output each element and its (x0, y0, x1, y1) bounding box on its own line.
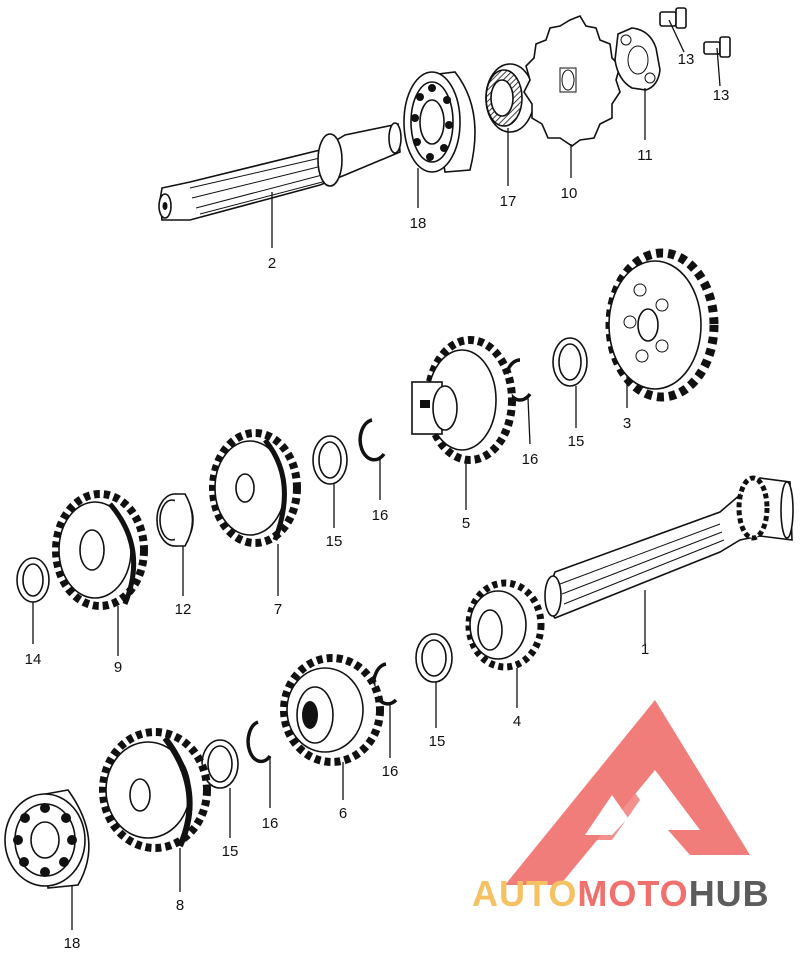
watermark-text: AUTOMOTOHUB (472, 873, 770, 914)
gear-3-part (605, 248, 719, 402)
callout-18-bottom: 18 (64, 935, 81, 952)
callout-12: 12 (175, 601, 192, 618)
callout-16-d: 16 (262, 815, 279, 832)
washer-15-a-part (552, 337, 588, 387)
callout-16-b: 16 (372, 507, 389, 524)
leader-lines (32, 19, 721, 930)
brand-moto: MOTO (577, 873, 688, 914)
callout-13-b: 13 (713, 87, 730, 104)
gear-8-part (99, 728, 211, 852)
callout-6: 6 (339, 805, 347, 822)
brand-auto: AUTO (472, 873, 577, 914)
callout-15-a: 15 (568, 433, 585, 450)
gear-4-part (465, 579, 545, 671)
bearing-top-part (403, 71, 476, 173)
gear-6-part (280, 654, 384, 766)
callout-13-a: 13 (678, 51, 695, 68)
callout-3: 3 (623, 415, 631, 432)
callout-4: 4 (513, 713, 521, 730)
callout-9: 9 (114, 659, 122, 676)
callout-15-b: 15 (326, 533, 343, 550)
callout-18-top: 18 (410, 215, 427, 232)
callout-15-c: 15 (429, 733, 446, 750)
sprocket-plate-part (614, 27, 661, 91)
callout-10: 10 (561, 185, 578, 202)
bearing-bottom-part (4, 789, 90, 889)
gear-5-part (411, 336, 516, 464)
circlip-16-b-part (358, 418, 386, 462)
callout-8: 8 (176, 897, 184, 914)
callout-11: 11 (637, 147, 653, 164)
sprocket-part (523, 15, 621, 147)
bolt-a-part (659, 7, 687, 29)
bushing-12-part (156, 493, 194, 547)
callout-16-c: 16 (382, 763, 399, 780)
washer-14-part (16, 557, 50, 603)
gear-9-part (52, 490, 148, 610)
callout-labels: 2 18 17 10 11 13 13 3 15 16 5 16 15 7 12… (25, 51, 730, 952)
callout-14: 14 (25, 651, 42, 668)
circlip-16-d-part (246, 720, 272, 764)
callout-1: 1 (641, 641, 649, 658)
countershaft-part (544, 475, 794, 619)
washer-15-b-part (312, 435, 348, 485)
oil-seal-part (485, 63, 535, 133)
washer-15-c-part (415, 633, 453, 683)
callout-5: 5 (462, 515, 470, 532)
callout-2: 2 (268, 255, 276, 272)
logo-triangle-cut (585, 795, 628, 835)
watermark-logo (505, 700, 750, 885)
callout-15-d: 15 (222, 843, 239, 860)
brand-hub: HUB (689, 873, 770, 914)
bolt-b-part (703, 36, 731, 58)
mainshaft-part (158, 122, 402, 221)
callout-16-a: 16 (522, 451, 539, 468)
gear-7-part (209, 429, 301, 547)
callout-17: 17 (500, 193, 517, 210)
washer-15-d-part (201, 739, 239, 789)
callout-7: 7 (274, 601, 282, 618)
